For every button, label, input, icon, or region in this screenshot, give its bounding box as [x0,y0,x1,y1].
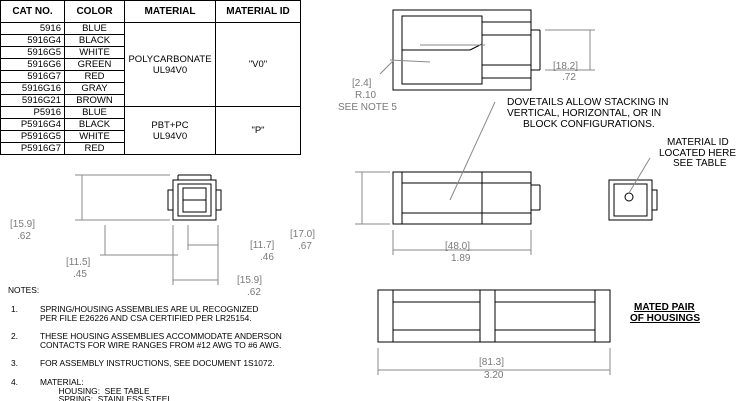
mated-dims [377,348,611,375]
dim-radius: R.10 [355,90,377,101]
dim-11-5-mm: [11.5] [66,257,91,268]
dim-15-9-bottom-in: .62 [247,287,261,298]
dim-11-7-in: .46 [260,252,274,263]
note-1-line1: SPRING/HOUSING ASSEMBLIES ARE UL RECOGNI… [40,304,259,314]
callout-dovetails-line1: DOVETAILS ALLOW STACKING IN [507,97,669,108]
note-4-line3: SPRING: STAINLESS STEEL [40,394,173,401]
cell-material-polycarbonate: POLYCARBONATE UL94V0 [124,22,216,107]
side-view-housing [392,171,541,225]
note-1-line2: PER FILE E26226 AND CSA CERTIFIED PER LR… [40,313,252,323]
table-row: P5916 BLUE PBT+PC UL94V0 "P" [0,106,301,155]
mated-pair-title-line2: OF HOUSINGS [630,313,701,324]
callout-material-id-line2: LOCATED HERE [659,148,737,159]
material-line1: POLYCARBONATE [128,53,212,65]
mated-pair-housings [377,289,611,343]
note-4-line1: MATERIAL: [40,377,84,387]
callout-material-id-line3: SEE TABLE [673,158,727,169]
material-id-leader [628,157,651,194]
dim-81-3-in: 3.20 [484,370,504,381]
cell-material-id-p: "P" [215,106,301,155]
note-4-number: 4. [11,377,18,387]
callout-material-id-line1: MATERIAL ID [667,137,729,148]
note-3-number: 3. [11,358,18,368]
notes-heading: NOTES: [8,285,40,295]
dim-15-9-left-in: .62 [17,231,31,242]
cell-material-id-v0: "V0" [215,22,301,107]
dim-11-7-mm: [11.7] [250,240,275,251]
top-dims [379,29,595,75]
see-note-5: SEE NOTE 5 [338,102,397,113]
dim-48-0-in: 1.89 [451,253,471,264]
dim-15-9-left-mm: [15.9] [10,219,36,230]
note-2-line1: THESE HOUSING ASSEMBLIES ACCOMMODATE AND… [40,331,282,341]
dim-11-5-in: .45 [73,269,87,280]
cell-color: RED [64,142,125,155]
note-2-number: 2. [11,331,18,341]
dim-2-4-mm: [2.4] [352,78,372,89]
callout-dovetails-line3: BLOCK CONFIGURATIONS. [523,119,655,130]
dim-17-0-mm: [17.0] [290,229,316,240]
material-line2: UL94V0 [152,130,188,142]
note-2-line2: CONTACTS FOR WIRE RANGES FROM #12 AWG TO… [40,340,282,350]
spec-table: CAT NO. COLOR MATERIAL MATERIAL ID 5916 … [0,0,301,155]
dim-81-3-mm: [81.3] [479,357,505,368]
dim-18-2-mm: [18.2] [553,61,579,72]
note-1-number: 1. [11,304,18,314]
dim-15-9-bottom-mm: [15.9] [237,275,263,286]
table-header-row: CAT NO. COLOR MATERIAL MATERIAL ID [0,0,301,23]
mated-pair-title-line1: MATED PAIR [634,302,695,313]
cell-cat-no: P5916G7 [0,142,65,155]
dim-48-0-mm: [48.0] [445,241,471,252]
side-dims [355,101,532,255]
callout-dovetails-line2: VERTICAL, HORIZONTAL, OR IN [507,108,662,119]
table-row: 5916 BLUE POLYCARBONATE UL94V0 "V0" [0,22,301,107]
top-view-housing [392,9,541,91]
front-view-housing [167,174,222,221]
material-line1: PBT+PC [151,119,189,131]
front-dims [75,174,219,285]
note-4-line2: HOUSING: SEE TABLE [40,386,150,396]
material-line2: UL94V0 [152,64,188,76]
note-3-line1: FOR ASSEMBLY INSTRUCTIONS, SEE DOCUMENT … [40,358,275,368]
dim-18-2-in: .72 [562,72,576,83]
dim-17-0-in: .67 [298,241,312,252]
